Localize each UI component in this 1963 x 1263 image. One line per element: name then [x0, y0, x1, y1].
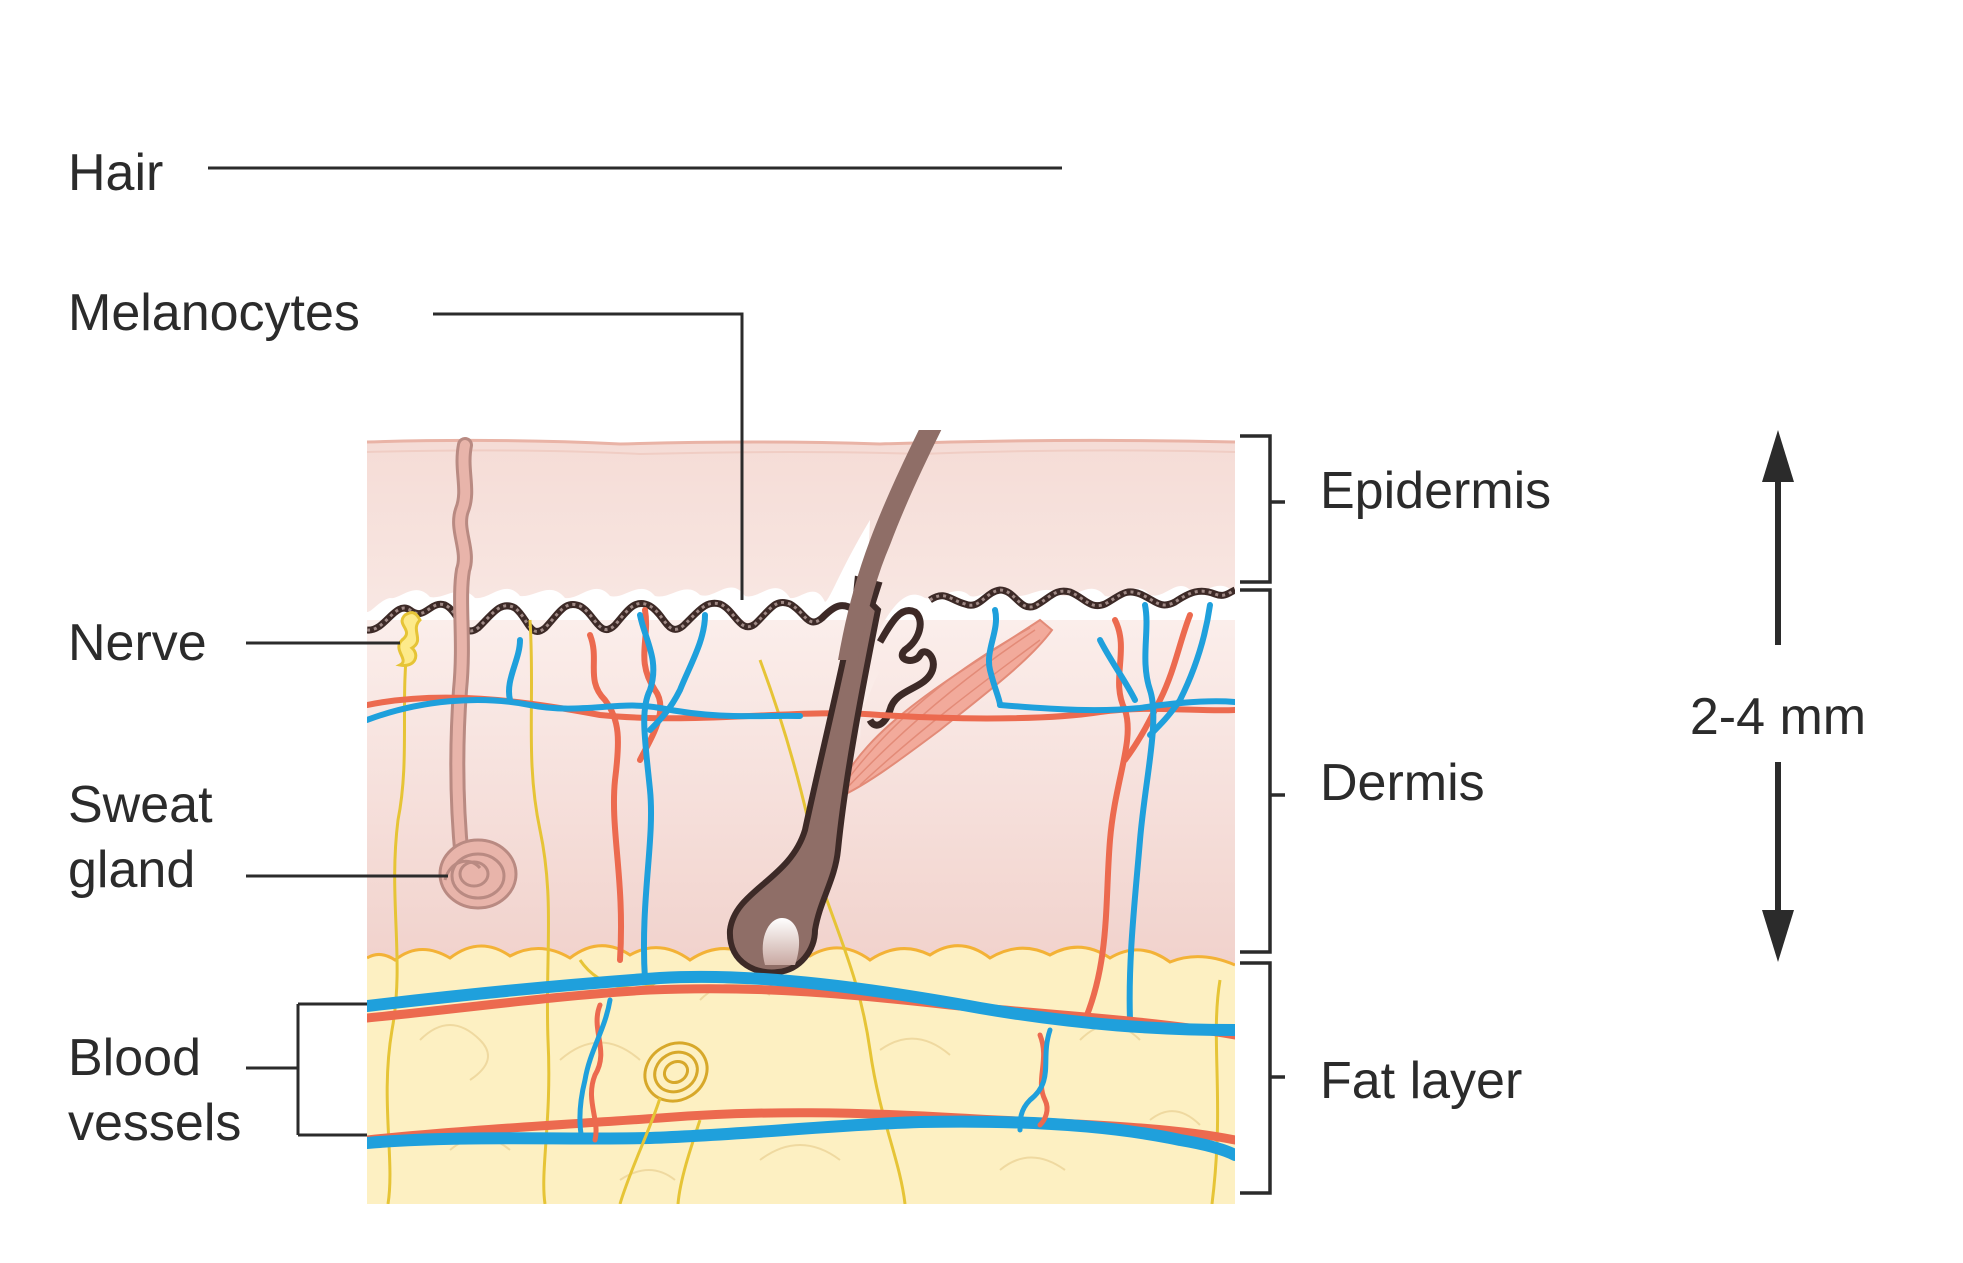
melanocytes-leader	[433, 312, 744, 600]
skin-block	[367, 430, 1235, 1204]
hair-bulb-papilla	[762, 918, 800, 965]
label-fat-layer: Fat layer	[1320, 1052, 1522, 1110]
melanocyte-layer-right	[866, 607, 937, 729]
label-blood: Blood	[68, 1029, 201, 1087]
dermis-bracket	[1240, 588, 1285, 954]
leader-lines	[208, 166, 1062, 1137]
layer-brackets	[1240, 434, 1285, 1195]
pacinian-corpuscle	[618, 1041, 709, 1204]
arrow-up-head	[1762, 430, 1794, 482]
label-dermis: Dermis	[1320, 754, 1485, 812]
nerve-ending	[395, 611, 422, 667]
label-sweat: Sweat	[68, 776, 213, 834]
capillaries	[367, 602, 1235, 1023]
skin-surface-line	[367, 438, 1235, 446]
blood-vessels-leader	[246, 1002, 367, 1137]
label-epidermis: Epidermis	[1320, 462, 1551, 520]
label-vessels: vessels	[68, 1094, 241, 1152]
epidermis-region	[367, 440, 1235, 740]
labels: Hair Melanocytes Nerve Sweat gland Blood…	[68, 144, 1866, 1152]
epidermis-bracket	[1240, 434, 1285, 584]
sweat-gland-coil	[438, 838, 518, 910]
fat-layer-bracket	[1240, 961, 1285, 1195]
label-melanocytes: Melanocytes	[68, 284, 360, 342]
hair-shaft	[838, 430, 942, 660]
label-hair: Hair	[68, 144, 163, 202]
arrow-down-head	[1762, 910, 1794, 962]
label-gland: gland	[68, 841, 195, 899]
hair-follicle	[726, 583, 882, 976]
label-thickness: 2-4 mm	[1690, 688, 1866, 746]
blood-vessels-deep	[367, 970, 1235, 1161]
label-nerve: Nerve	[68, 614, 207, 672]
thickness-arrows	[1762, 430, 1794, 962]
